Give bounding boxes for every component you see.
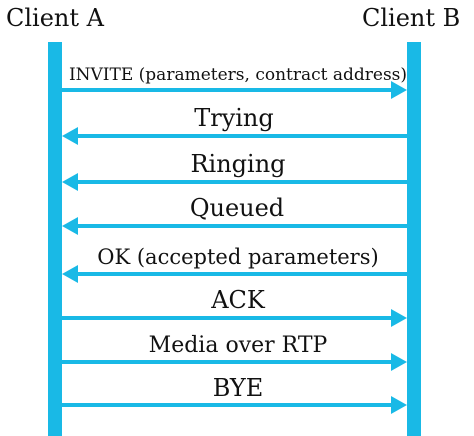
message-bye: BYE <box>62 374 407 414</box>
message-label-invite: INVITE (parameters, contract address) <box>69 65 407 85</box>
message-ack: ACK <box>62 286 407 327</box>
message-invite: INVITE (parameters, contract address) <box>62 65 407 99</box>
message-ringing: Ringing <box>62 150 407 191</box>
message-trying: Trying <box>62 104 407 145</box>
message-label-ack: ACK <box>210 286 266 314</box>
message-arrowhead-trying <box>62 127 78 145</box>
participant-label-client-a: Client A <box>6 4 105 32</box>
message-arrowhead-ringing <box>62 173 78 191</box>
message-queued: Queued <box>62 194 407 235</box>
message-label-ok: OK (accepted parameters) <box>97 245 378 269</box>
lifeline-client-b <box>407 42 421 436</box>
message-label-ringing: Ringing <box>190 150 285 178</box>
message-arrowhead-ack <box>391 309 407 327</box>
message-arrowhead-bye <box>391 396 407 414</box>
message-arrowhead-queued <box>62 217 78 235</box>
message-label-trying: Trying <box>194 104 274 132</box>
message-label-bye: BYE <box>213 374 264 402</box>
message-arrowhead-ok <box>62 265 78 283</box>
message-arrowhead-media-over-rtp <box>391 353 407 371</box>
lifeline-client-a <box>48 42 62 436</box>
message-label-media-over-rtp: Media over RTP <box>149 333 328 358</box>
message-arrowhead-invite <box>391 81 407 99</box>
message-ok: OK (accepted parameters) <box>62 245 407 283</box>
participant-label-client-b: Client B <box>362 4 460 32</box>
message-label-queued: Queued <box>190 194 284 222</box>
message-media-over-rtp: Media over RTP <box>62 333 407 371</box>
